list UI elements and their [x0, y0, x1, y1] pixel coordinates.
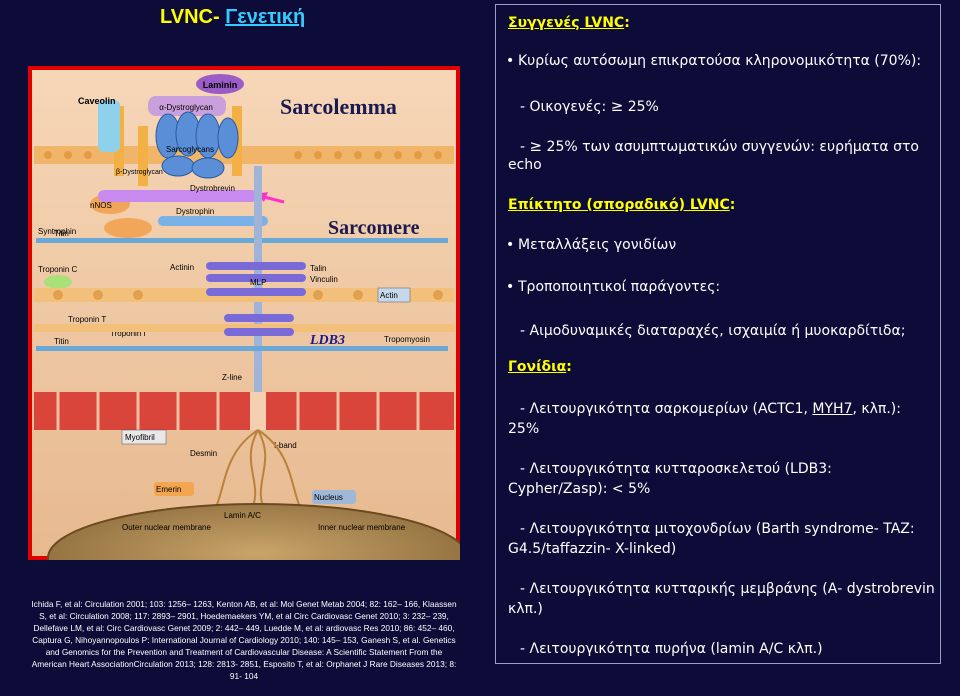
label-troponin-t: Troponin T — [68, 315, 106, 324]
label-i-band: I-band — [274, 441, 297, 450]
geq-symbol-2: ≥ — [529, 137, 543, 155]
label-syntrophin: Syntrophin — [38, 227, 76, 236]
label-sarcoglycans: Sarcoglycans — [166, 145, 214, 154]
asympt-text: 25% των ασυμπτωματικών συγγενών: ευρήματ… — [542, 139, 919, 155]
line-nucleus: - Λειτουργικότητα πυρήνα (lamin A/C κλπ.… — [520, 641, 823, 657]
slide-title: LVNC- Γενετική — [160, 6, 305, 29]
line-hemodynamic: - Αιμοδυναμικές διαταραχές, ισχαιμία ή μ… — [520, 323, 906, 339]
label-lamin: Lamin A/C — [224, 511, 261, 520]
line-asymptomatic: - ≥ 25% των ασυμπτωματικών συγγενών: ευρ… — [520, 137, 919, 155]
label-titin-1: Titin — [54, 229, 69, 238]
label-sarcolemma: Sarcolemma — [280, 94, 397, 119]
label-dystrobrevin: Dystrobrevin — [190, 184, 235, 193]
familial-colon: : — [624, 15, 630, 31]
line-familial: - Οικογενές: ≥ 25% — [520, 97, 659, 115]
bullet-modifiers: Τροποποιητικοί παράγοντες: — [506, 279, 720, 295]
label-actin: Actin — [380, 291, 398, 300]
label-tropomyosin: Tropomyosin — [384, 335, 430, 344]
familial-value: 25% — [623, 99, 659, 115]
geq-symbol-1: ≥ — [610, 97, 624, 115]
line-echo: echo — [508, 157, 542, 173]
bullet-inheritance: Κυρίως αυτόσωμη επικρατούσα κληρονομικότ… — [506, 53, 921, 69]
label-mlp: MLP — [250, 278, 266, 287]
familial-heading: Συγγενές LVNC: — [508, 15, 630, 31]
genetics-panel: Συγγενές LVNC: Κυρίως αυτόσωμη επικρατού… — [495, 4, 941, 664]
title-part1: LVNC- — [160, 6, 220, 28]
label-emerin: Emerin — [156, 485, 181, 494]
label-talin: Talin — [310, 264, 326, 273]
sarcomere-text-b: , κλπ.): — [852, 401, 901, 417]
genes-colon: : — [566, 359, 572, 375]
acquired-heading: Επίκτητο (σποραδικό) LVNC: — [508, 197, 735, 213]
label-caveolin: Caveolin — [78, 96, 116, 106]
label-laminin: Laminin — [203, 80, 238, 90]
line-cytoskeleton-b: Cypher/Zasp): < 5% — [508, 481, 651, 497]
label-dystrophin: Dystrophin — [176, 207, 214, 216]
sarcomere-text-a: - Λειτουργικότητα σαρκομερίων (ACTC1, — [520, 401, 813, 417]
familial-prefix: - Οικογενές: — [520, 99, 611, 115]
myh7-link: MYH7 — [812, 401, 853, 417]
label-desmin: Desmin — [190, 449, 217, 458]
label-troponin-i: Troponin I — [110, 329, 146, 338]
asympt-prefix: - — [520, 139, 530, 155]
label-vinculin: Vinculin — [310, 275, 338, 284]
references: Ichida F, et al: Circulation 2001; 103: … — [31, 599, 457, 681]
label-ldb3: LDB3 — [309, 333, 345, 348]
label-z-line: Z-line — [222, 373, 243, 382]
label-actinin-1: Actinin — [170, 263, 194, 272]
label-dystroglycan-b: β-Dystroglycan — [116, 169, 163, 176]
laminin-shape — [196, 74, 244, 94]
label-sarcomere: Sarcomere — [328, 217, 420, 239]
line-cytoskeleton: - Λειτουργικότητα κυτταροσκελετού (LDB3: — [520, 461, 832, 477]
bullet-mutations: Μεταλλάξεις γονιδίων — [506, 237, 676, 253]
acquired-header: Επίκτητο (σποραδικό) LVNC — [508, 197, 730, 213]
membrane-band — [34, 146, 454, 164]
label-outer-membrane: Outer nuclear membrane — [122, 523, 211, 532]
line-mitochondria: - Λειτουργικότητα μιτοχονδρίων (Barth sy… — [520, 521, 915, 537]
line-membrane: - Λειτουργικότητα κυτταρικής μεμβράνης (… — [520, 581, 935, 597]
acquired-colon: : — [729, 197, 736, 213]
sarcolemma-diagram: Laminin α-Dystroglycan Sarcoglycans Cave… — [28, 66, 460, 560]
label-titin-2: Titin — [54, 337, 69, 346]
genes-heading: Γονίδια: — [508, 359, 572, 375]
label-nucleus: Nucleus — [314, 493, 343, 502]
familial-header: Συγγενές LVNC — [508, 15, 625, 31]
title-part2: Γενετική — [225, 6, 306, 28]
genes-header: Γονίδια — [508, 359, 567, 375]
label-nnos: nNOS — [90, 201, 112, 210]
line-mitochondria-b: G4.5/taffazzin- X-linked) — [508, 541, 677, 557]
label-troponin-c: Troponin C — [38, 265, 78, 274]
line-membrane-b: κλπ.) — [508, 601, 543, 617]
line-sarcomere: - Λειτουργικότητα σαρκομερίων (ACTC1, MY… — [520, 401, 901, 417]
line-sarcomere-pct: 25% — [508, 421, 540, 437]
label-myofibril: Myofibril — [125, 433, 155, 442]
label-dystroglycan-a: α-Dystroglycan — [159, 103, 213, 112]
label-inner-membrane: Inner nuclear membrane — [318, 523, 406, 532]
